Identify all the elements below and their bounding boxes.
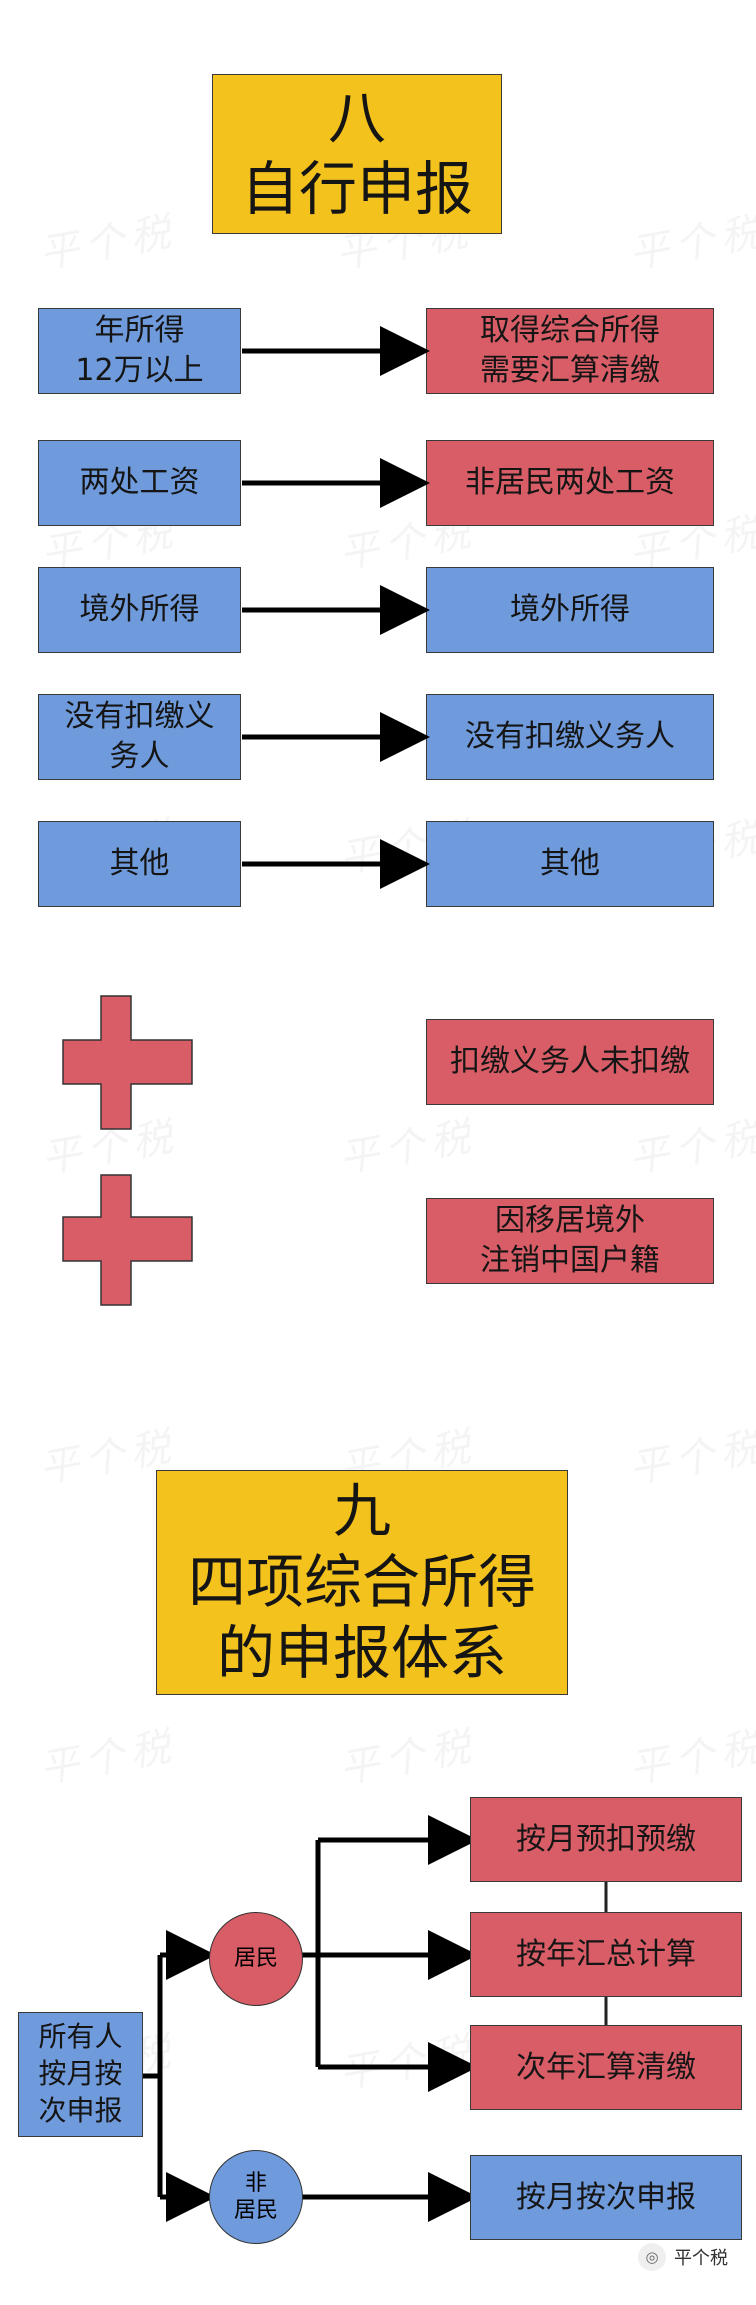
row-2-right-box: 非居民两处工资 — [426, 440, 714, 526]
row-3-left-box: 境外所得 — [38, 567, 241, 653]
resident-node: 居民 — [209, 1912, 303, 2006]
section-eight-title: 八 自行申报 — [212, 74, 502, 234]
row-5-right-box: 其他 — [426, 821, 714, 907]
source-box: 所有人 按月按 次申报 — [18, 2012, 143, 2137]
row-4-left-box: 没有扣缴义 务人 — [38, 694, 241, 780]
plus-icon-1 — [62, 995, 193, 1130]
plus-icon-2 — [62, 1174, 193, 1306]
extra-1-box: 扣缴义务人未扣缴 — [426, 1019, 714, 1105]
section-nine-title: 九 四项综合所得 的申报体系 — [156, 1470, 568, 1695]
extra-2-box: 因移居境外 注销中国户籍 — [426, 1198, 714, 1284]
row-3-right-box: 境外所得 — [426, 567, 714, 653]
resident-output-3: 次年汇算清缴 — [470, 2025, 742, 2110]
row-1-left-box: 年所得 12万以上 — [38, 308, 241, 394]
row-4-right-box: 没有扣缴义务人 — [426, 694, 714, 780]
footer-brand-text: 平个税 — [674, 2248, 728, 2269]
nonresident-output: 按月按次申报 — [470, 2155, 742, 2240]
resident-output-2: 按年汇总计算 — [470, 1912, 742, 1997]
row-5-left-box: 其他 — [38, 821, 241, 907]
resident-output-1: 按月预扣预缴 — [470, 1797, 742, 1882]
wechat-icon: ◎ — [638, 2243, 666, 2271]
row-2-left-box: 两处工资 — [38, 440, 241, 526]
footer-brand: ◎ 平个税 — [638, 2243, 728, 2271]
nonresident-node: 非 居民 — [209, 2150, 303, 2244]
row-1-right-box: 取得综合所得 需要汇算清缴 — [426, 308, 714, 394]
